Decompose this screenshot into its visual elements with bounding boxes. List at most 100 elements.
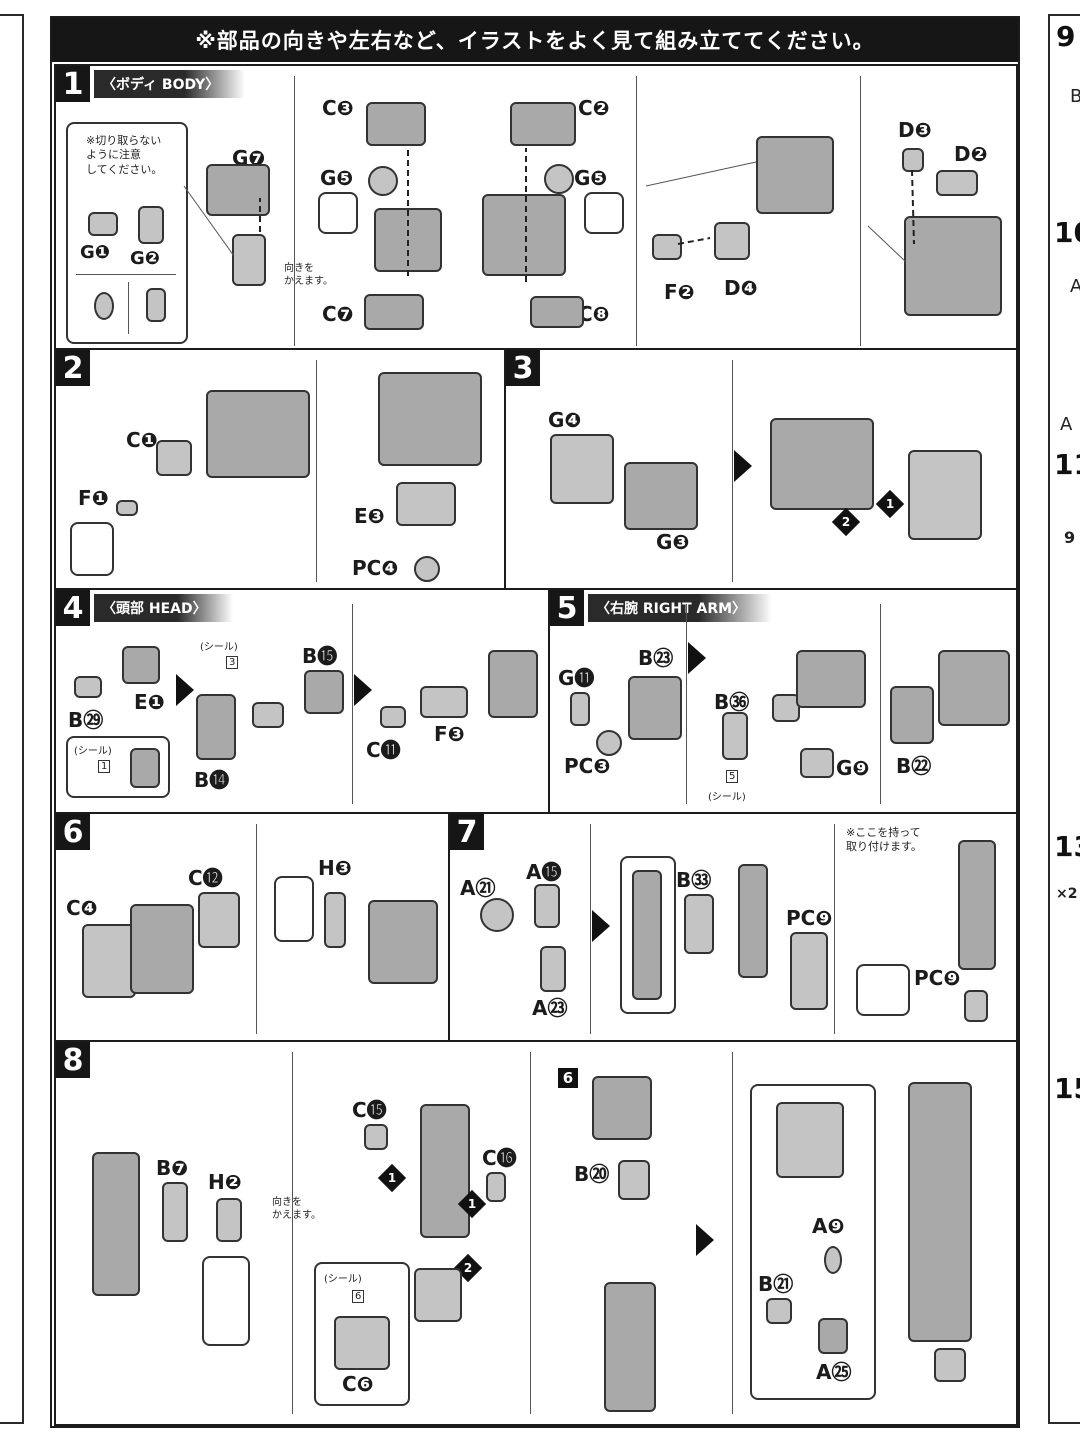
step-number: 2 bbox=[56, 350, 90, 386]
part-label: C❶ bbox=[126, 428, 158, 452]
detail-inset: A❾ B㉑ A㉕ bbox=[750, 1084, 876, 1400]
part-label: C❸ bbox=[322, 96, 354, 120]
part-label: E❶ bbox=[134, 690, 165, 714]
step-7-panel: 7 A㉑ A⓯ A㉓ B㉝ PC❾ ※ここを持って 取り付けます。 PC❾ bbox=[448, 812, 1018, 1044]
part-label: B⓯ bbox=[302, 644, 338, 668]
part-label: A㉑ bbox=[460, 876, 496, 900]
part-label: F❷ bbox=[664, 280, 695, 304]
part-label: A⓯ bbox=[526, 860, 562, 884]
part-label: B⑳ bbox=[574, 1162, 610, 1186]
step-5-panel: 5 〈右腕 RIGHT ARM〉 G⓫ B㉓ PC❸ B㊱ 5 (シール) G❾… bbox=[548, 588, 1018, 816]
hold-note: ※ここを持って 取り付けます。 bbox=[846, 826, 922, 854]
step-2-panel: 2 C❶ F❶ E❸ PC❹ bbox=[54, 348, 508, 592]
part-label: B⓮ bbox=[194, 768, 230, 792]
part-label: F❶ bbox=[78, 486, 109, 510]
part-label: G❸ bbox=[656, 530, 690, 554]
part-label: C⓬ bbox=[188, 866, 223, 890]
part-label: B㉙ bbox=[68, 708, 104, 732]
part-label: H❸ bbox=[318, 856, 352, 880]
part-label: G❺ bbox=[320, 166, 354, 190]
caution-note: ※切り取らない ように注意 してください。 bbox=[86, 134, 163, 176]
part-label: G❷ bbox=[130, 248, 161, 269]
part-label: PC❸ bbox=[564, 754, 611, 778]
part-label: B❼ bbox=[156, 1156, 189, 1180]
part-label: D❹ bbox=[724, 276, 758, 300]
step-number: 7 bbox=[450, 814, 484, 850]
edge-letter: A bbox=[1070, 276, 1080, 297]
step-3-panel: 3 G❹ G❸ 1 2 bbox=[504, 348, 1018, 592]
edge-letter: A bbox=[1060, 414, 1073, 435]
previous-page-edge bbox=[0, 14, 24, 1424]
reference-step-badge: 6 bbox=[558, 1068, 578, 1088]
part-label: C❹ bbox=[66, 896, 98, 920]
part-label: A❾ bbox=[812, 1214, 845, 1238]
next-step-number: 15 bbox=[1054, 1072, 1080, 1105]
next-step-number: 13 bbox=[1054, 830, 1080, 863]
seal-number: 6 bbox=[352, 1290, 365, 1303]
step-number: 3 bbox=[506, 350, 540, 386]
part-label: B㉑ bbox=[758, 1272, 794, 1296]
step-number: 8 bbox=[56, 1042, 90, 1078]
order-badge: 1 bbox=[387, 1171, 397, 1185]
order-badge: 1 bbox=[467, 1197, 477, 1211]
part-label: F❸ bbox=[434, 722, 465, 746]
part-label: C⓯ bbox=[352, 1098, 387, 1122]
part-label: A㉕ bbox=[816, 1360, 852, 1384]
part-label: PC❾ bbox=[914, 966, 961, 990]
seal-number: 5 bbox=[726, 770, 739, 783]
order-badge: 1 bbox=[885, 497, 895, 511]
part-label: D❸ bbox=[898, 118, 932, 142]
seal-inset: (シール) 1 bbox=[66, 736, 170, 798]
part-label: C❻ bbox=[342, 1372, 374, 1396]
edge-multiplier: ×2 bbox=[1056, 886, 1078, 902]
edge-letter: B bbox=[1070, 86, 1080, 107]
part-label: B㊱ bbox=[714, 690, 750, 714]
part-label: G❹ bbox=[548, 408, 582, 432]
seal-label: (シール) bbox=[324, 1274, 362, 1285]
part-label: B㉓ bbox=[638, 646, 674, 670]
next-step-number: 10 bbox=[1054, 216, 1080, 249]
turn-note: 向きを かえます。 bbox=[284, 263, 333, 287]
step-1-panel: 1 〈ボディ BODY〉 ※切り取らない ように注意 してください。 G❶ G❷… bbox=[54, 64, 1018, 360]
seal-label: (シール) bbox=[708, 792, 746, 803]
caution-inset: ※切り取らない ように注意 してください。 G❶ G❷ bbox=[66, 122, 188, 344]
part-label: C❼ bbox=[322, 302, 354, 326]
turn-note: 向きを かえます。 bbox=[272, 1197, 321, 1221]
seal-number: 3 bbox=[226, 656, 239, 669]
part-label: PC❹ bbox=[352, 556, 399, 580]
part-label: D❷ bbox=[954, 142, 988, 166]
part-label: G❶ bbox=[80, 242, 111, 263]
seal-number: 1 bbox=[98, 760, 111, 773]
next-step-number: 11 bbox=[1054, 448, 1080, 481]
part-label: G❺ bbox=[574, 166, 608, 190]
edge-letter: 9 bbox=[1064, 528, 1076, 547]
part-label: H❷ bbox=[208, 1170, 242, 1194]
part-label: PC❾ bbox=[786, 906, 833, 930]
step-title: 〈ボディ BODY〉 bbox=[94, 70, 246, 98]
instruction-page: ※部品の向きや左右など、イラストをよく見て組み立ててください。 1 〈ボディ B… bbox=[50, 16, 1020, 1428]
seal-label: (シール) bbox=[200, 642, 238, 653]
step-4-panel: 4 〈頭部 HEAD〉 E❶ B㉙ (シール) 1 (シール) 3 B⓮ B⓯ … bbox=[54, 588, 552, 816]
step-number: 6 bbox=[56, 814, 90, 850]
step-number: 5 bbox=[550, 590, 584, 626]
step-8-panel: 8 B❼ H❷ 向きを かえます。 C⓯ C⓰ 1 1 2 (シール) 6 C❻… bbox=[54, 1040, 1018, 1426]
step-number: 1 bbox=[56, 66, 90, 102]
next-page-edge: 9 10 11 13 15 B A A 9 ×2 bbox=[1048, 14, 1080, 1424]
step-6-panel: 6 C❹ C⓬ H❸ bbox=[54, 812, 452, 1044]
page-banner: ※部品の向きや左右など、イラストをよく見て組み立ててください。 bbox=[52, 18, 1018, 62]
next-step-number: 9 bbox=[1056, 20, 1076, 53]
step-number: 4 bbox=[56, 590, 90, 626]
part-label: G❾ bbox=[836, 756, 870, 780]
part-label: E❸ bbox=[354, 504, 385, 528]
part-label: C❷ bbox=[578, 96, 610, 120]
seal-label: (シール) bbox=[74, 746, 112, 757]
step-title: 〈右腕 RIGHT ARM〉 bbox=[588, 594, 773, 622]
part-label: G⓫ bbox=[558, 666, 595, 690]
part-label: B㉝ bbox=[676, 868, 712, 892]
step-title: 〈頭部 HEAD〉 bbox=[94, 594, 233, 622]
part-label: B㉒ bbox=[896, 754, 932, 778]
part-label: C⓰ bbox=[482, 1146, 517, 1170]
part-label: A㉓ bbox=[532, 996, 568, 1020]
part-label: C⓫ bbox=[366, 738, 401, 762]
order-badge: 2 bbox=[841, 515, 851, 529]
